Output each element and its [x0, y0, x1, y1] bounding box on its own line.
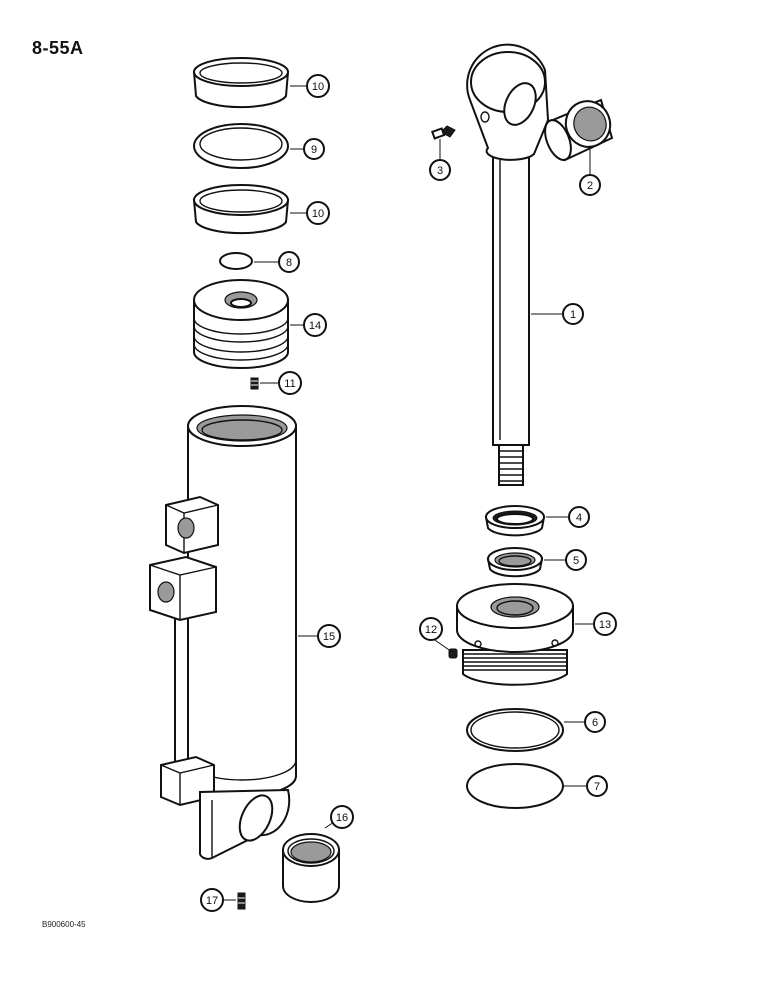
svg-text:1: 1 [570, 309, 576, 321]
callout-5: 5 [565, 549, 587, 571]
cylinder-gland [456, 583, 574, 686]
grease-fitting-rod [430, 125, 456, 140]
figure-code: B900600-45 [42, 920, 86, 929]
callout-12: 12 [419, 617, 443, 641]
callout-10-lower: 10 [306, 201, 330, 225]
callout-15: 15 [317, 624, 341, 648]
svg-text:9: 9 [311, 144, 317, 156]
rod-seal [486, 547, 544, 578]
leader-lines [223, 85, 594, 901]
svg-text:12: 12 [425, 624, 437, 636]
svg-text:10: 10 [312, 208, 324, 220]
bushing-rod [544, 98, 614, 162]
svg-text:7: 7 [594, 781, 600, 793]
callout-6: 6 [584, 711, 606, 733]
svg-text:15: 15 [323, 631, 335, 643]
grease-fitting-barrel [237, 892, 246, 910]
callout-13: 13 [593, 612, 617, 636]
svg-text:3: 3 [437, 165, 443, 177]
svg-text:11: 11 [284, 378, 295, 390]
wear-ring-top [192, 57, 290, 109]
svg-text:13: 13 [599, 619, 611, 631]
svg-text:10: 10 [312, 81, 324, 93]
svg-text:17: 17 [206, 895, 218, 907]
callout-4: 4 [568, 506, 590, 528]
backup-ring [466, 708, 564, 752]
wear-ring-lower [192, 184, 290, 235]
cylinder-barrel [149, 405, 297, 860]
callout-7: 7 [586, 775, 608, 797]
callout-3: 3 [429, 159, 451, 181]
callout-11: 11 [278, 371, 302, 395]
svg-text:4: 4 [576, 512, 582, 524]
rod-wiper [484, 505, 546, 537]
svg-text:8: 8 [286, 257, 292, 269]
callout-16: 16 [330, 805, 354, 829]
page-number: 8-55A [32, 38, 84, 58]
callout-17: 17 [200, 888, 224, 912]
piston [193, 279, 289, 369]
o-ring-large [466, 763, 564, 809]
callout-8: 8 [278, 251, 300, 273]
callout-14: 14 [303, 313, 327, 337]
callout-2: 2 [579, 174, 601, 196]
o-ring-small [219, 252, 253, 270]
svg-text:16: 16 [336, 812, 348, 824]
svg-text:2: 2 [587, 180, 593, 192]
callout-9: 9 [303, 138, 325, 160]
svg-text:5: 5 [573, 555, 579, 567]
svg-text:6: 6 [592, 717, 598, 729]
set-screw-piston [250, 377, 259, 390]
piston-rod [466, 43, 550, 486]
seal-ring [193, 123, 289, 169]
bushing-barrel [282, 833, 340, 903]
svg-text:14: 14 [309, 320, 321, 332]
callout-10-top: 10 [306, 74, 330, 98]
callout-1: 1 [562, 303, 584, 325]
